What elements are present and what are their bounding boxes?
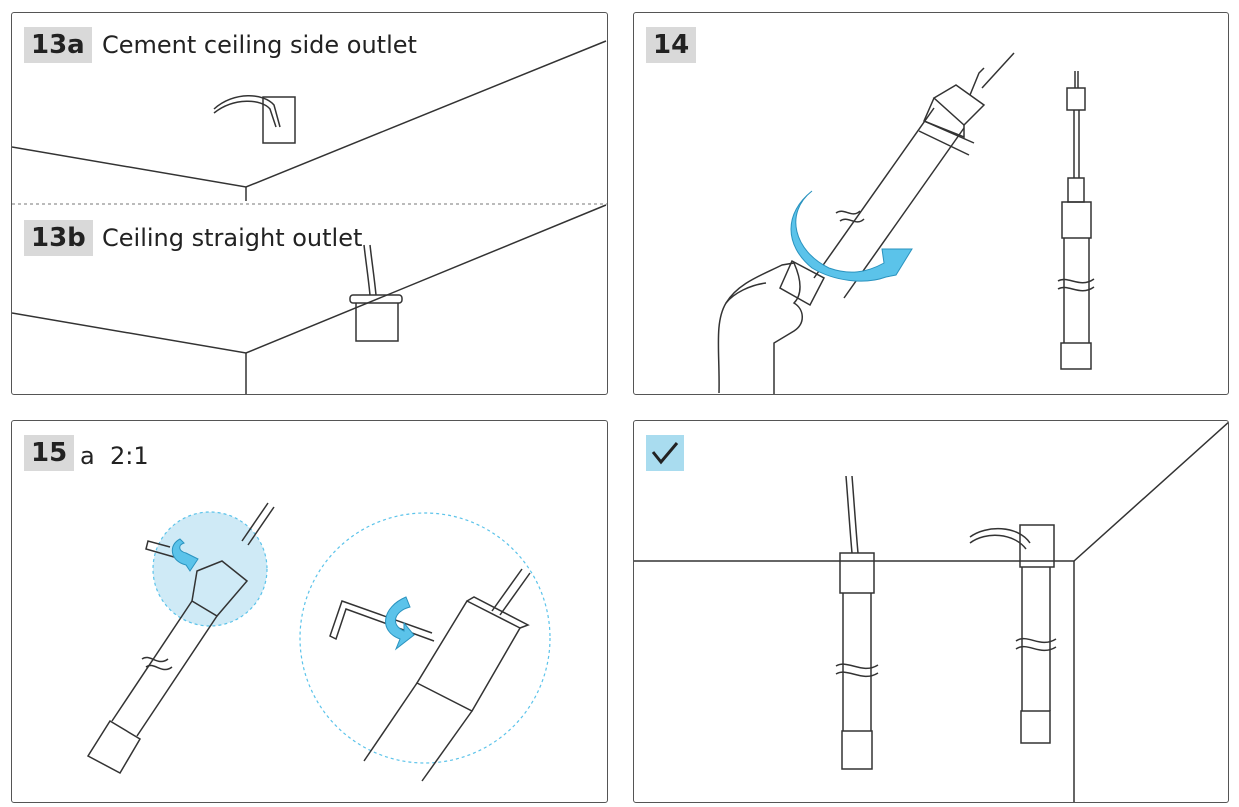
- tube-twist-illustration: [717, 52, 1095, 394]
- panel-step-13: 13a Cement ceiling side outlet 13b Ceili…: [11, 12, 608, 395]
- caption-15: a 2:1: [80, 442, 149, 470]
- panel-step-14: 14: [633, 12, 1229, 395]
- step-badge-14: 14: [646, 27, 697, 63]
- step-badge-13a: 13a: [24, 27, 92, 63]
- installed-lamps-illustration: [634, 421, 1228, 802]
- caption-13a: Cement ceiling side outlet: [102, 31, 417, 59]
- step-badge-13b: 13b: [24, 220, 93, 256]
- checkmark-icon: [651, 442, 679, 465]
- step-badge-15: 15: [24, 435, 75, 471]
- panel-step-done: [633, 420, 1229, 803]
- caption-13b: Ceiling straight outlet: [102, 224, 363, 252]
- rotate-arrow: [790, 190, 913, 282]
- hex-key-illustration: [86, 502, 551, 782]
- ceiling-outlet-illustration: [12, 40, 607, 394]
- checkmark-badge: [646, 435, 684, 471]
- panel-step-15: 15 a 2:1: [11, 420, 608, 803]
